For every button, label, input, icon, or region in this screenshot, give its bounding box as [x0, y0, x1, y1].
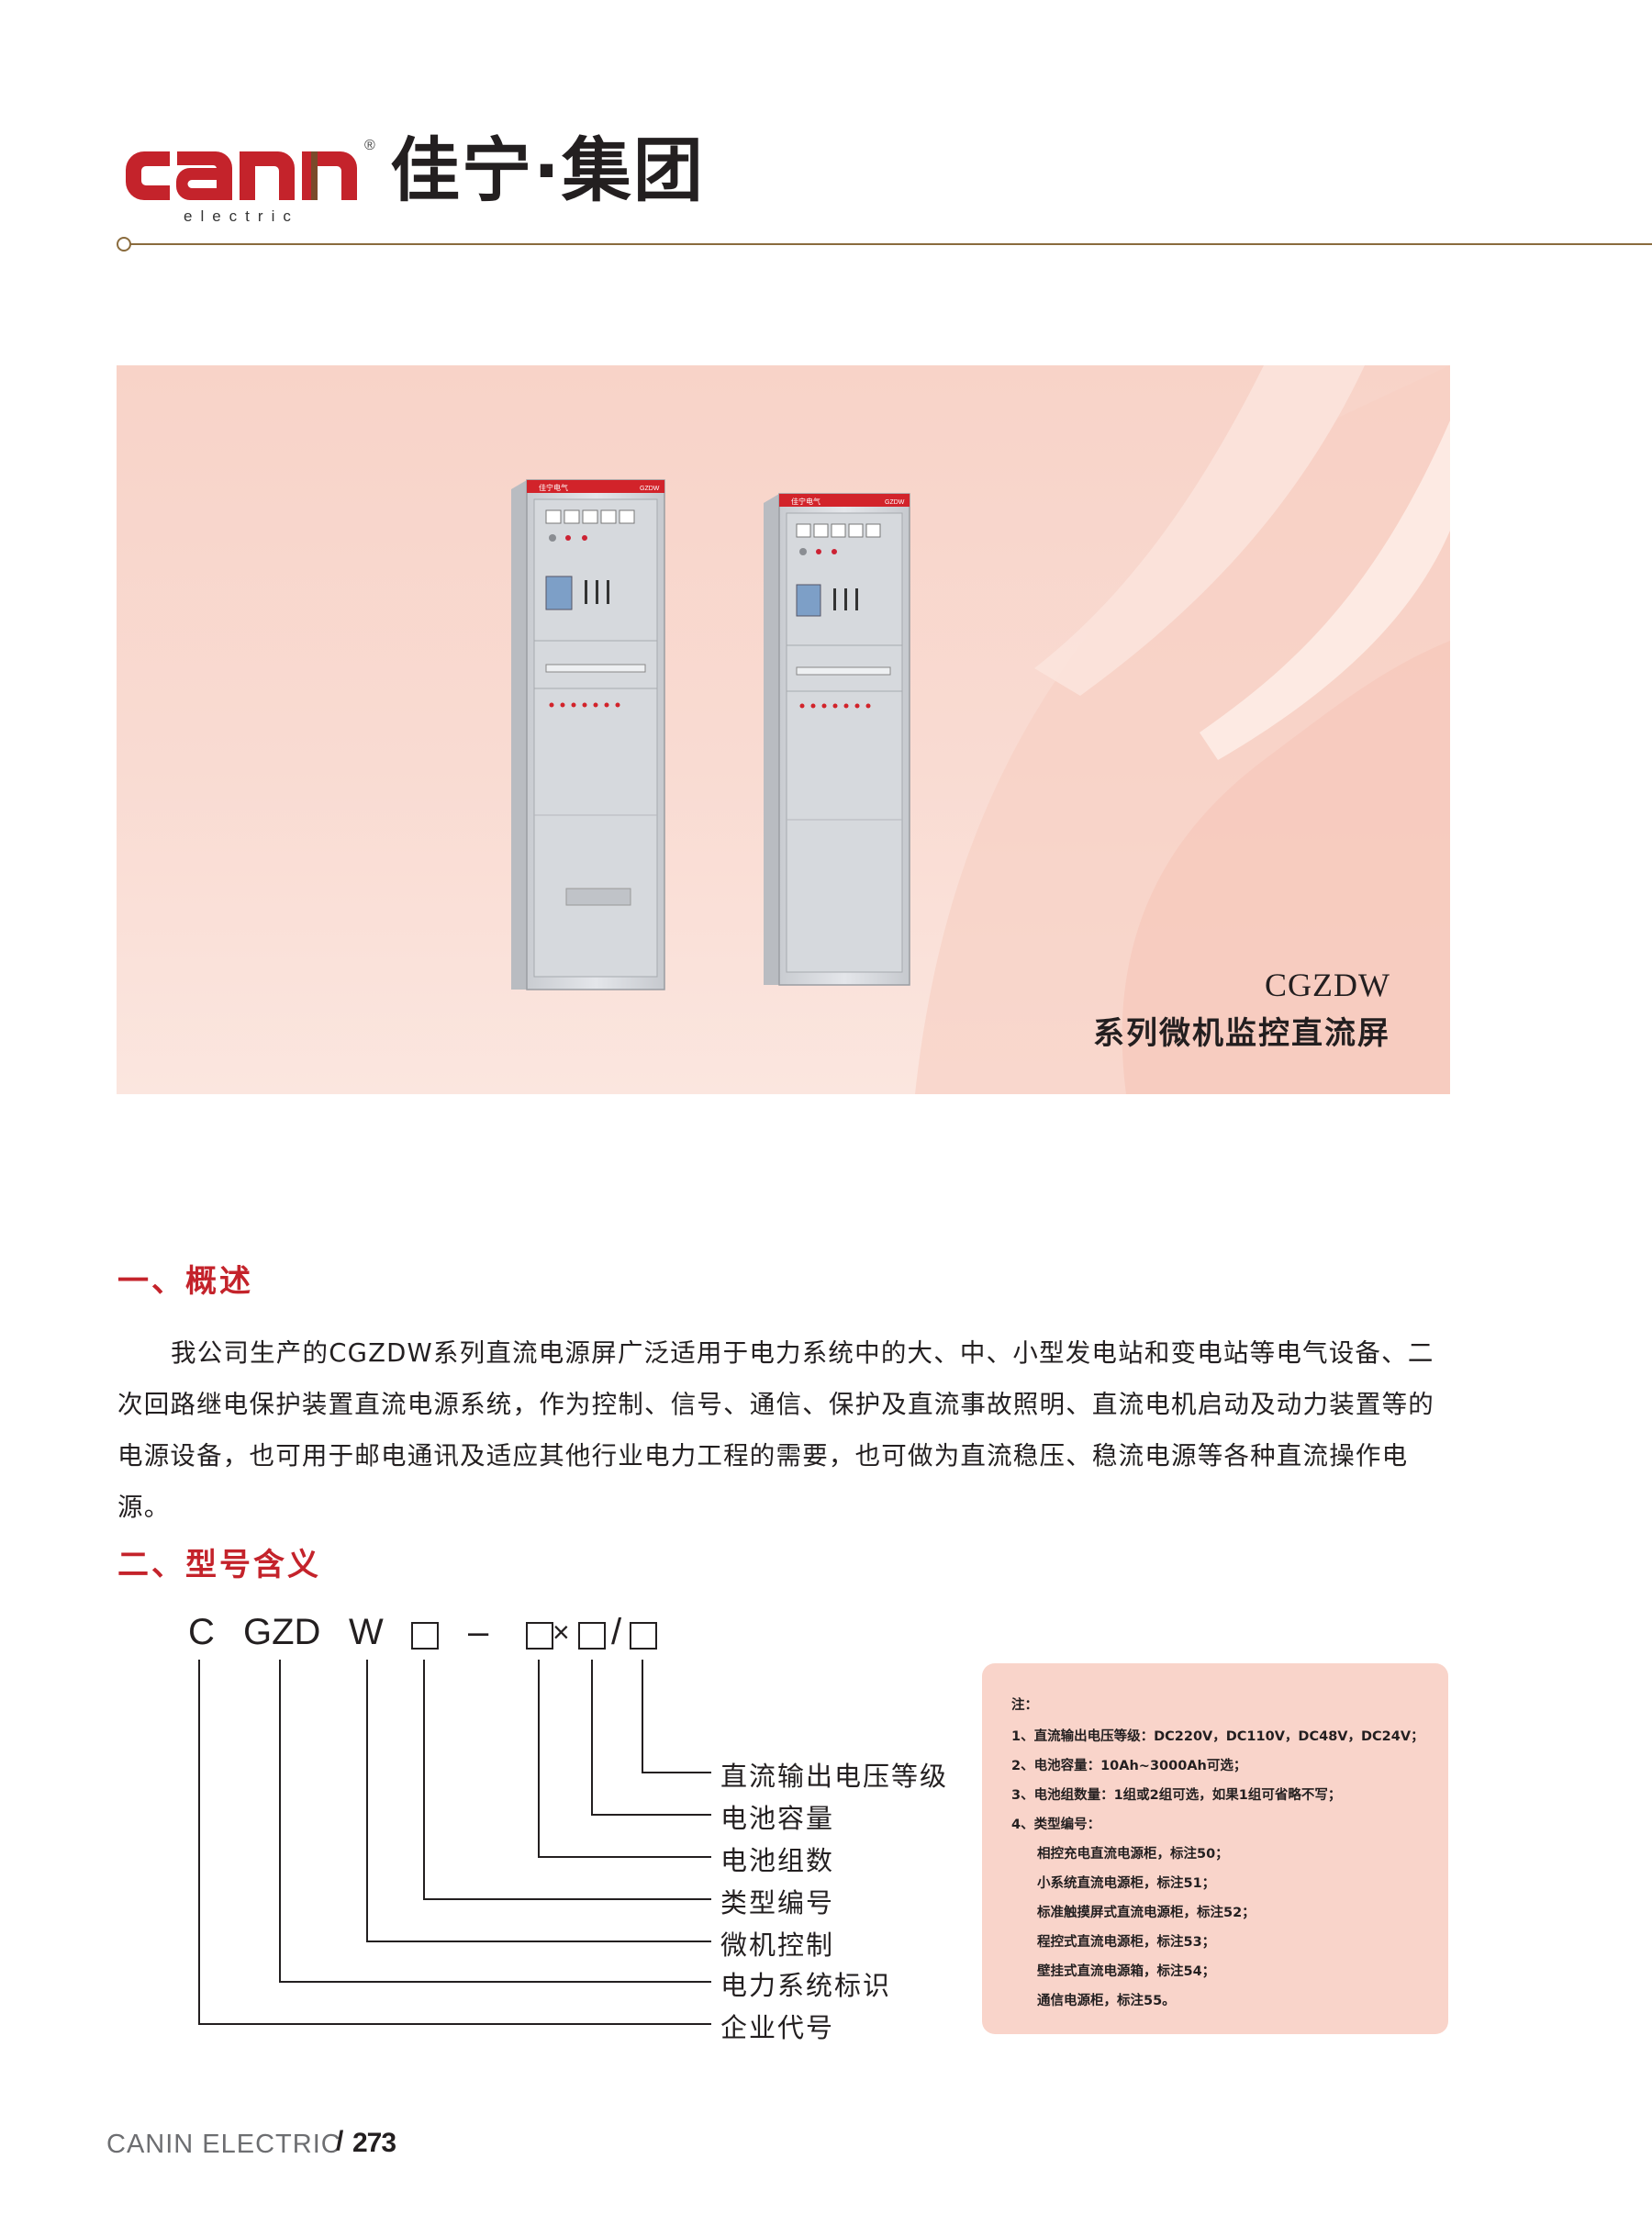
- note-line: 2、电池容量：10Ah~3000Ah可选；: [1011, 1759, 1247, 1773]
- note-line: 标准触摸屏式直流电源柜，标注52；: [1037, 1906, 1256, 1920]
- product-name: 系列微机监控直流屏: [1093, 1015, 1390, 1052]
- note-line: 1、直流输出电压等级：DC220V，DC110V，DC48V，DC24V；: [1011, 1729, 1424, 1744]
- footer-brand: CANIN ELECTRIC: [106, 2130, 341, 2159]
- placeholder-box-voltage: [630, 1622, 657, 1650]
- logo-chinese-name: 佳宁·集团: [390, 129, 705, 211]
- header-rule: [117, 237, 1652, 252]
- dc-panel-cabinets-image: 佳宁电气 GZDW 佳宁电气 GZDW: [511, 479, 910, 990]
- model-code-c: C: [188, 1612, 215, 1652]
- label-battery-groups: 电池组数: [720, 1845, 835, 1876]
- logo-mark: [126, 151, 357, 200]
- placeholder-box-capacity: [578, 1622, 606, 1650]
- banner-decoration: [915, 365, 1450, 1094]
- cabinet-model-label: GZDW: [640, 486, 660, 492]
- notes-title: 注：: [1011, 1698, 1038, 1713]
- page-number: 273: [352, 2128, 396, 2158]
- placeholder-box-groups: [526, 1622, 553, 1650]
- label-enterprise-code: 企业代号: [720, 2012, 835, 2043]
- placeholder-box-type: [411, 1622, 439, 1650]
- model-code-times: ×: [553, 1616, 570, 1649]
- label-battery-capacity: 电池容量: [720, 1803, 835, 1834]
- footer-separator: /: [336, 2126, 344, 2156]
- label-microcomputer-control: 微机控制: [720, 1929, 835, 1961]
- overview-line: 我公司生产的CGZDW系列直流电源屏广泛适用于电力系统中的大、中、小型发电站和变…: [171, 1338, 1434, 1368]
- model-code-slash: /: [611, 1612, 622, 1652]
- model-code-gzd: GZD: [243, 1612, 321, 1652]
- model-code-dash: –: [468, 1612, 489, 1652]
- note-line: 壁挂式直流电源箱，标注54；: [1037, 1964, 1216, 1979]
- product-code: CGZDW: [1265, 967, 1390, 1003]
- label-voltage-level: 直流输出电压等级: [720, 1761, 949, 1792]
- registered-mark: ®: [364, 138, 375, 153]
- notes-box: 注： 1、直流输出电压等级：DC220V，DC110V，DC48V，DC24V；…: [982, 1663, 1448, 2034]
- overview-paragraph: 我公司生产的CGZDW系列直流电源屏广泛适用于电力系统中的大、中、小型发电站和变…: [117, 1327, 1459, 1533]
- note-line: 3、电池组数量：1组或2组可选，如果1组可省略不写；: [1011, 1788, 1342, 1803]
- label-power-system-id: 电力系统标识: [720, 1970, 892, 2001]
- model-code-w: W: [349, 1612, 384, 1652]
- logo-subtitle: electric: [184, 207, 299, 225]
- note-line: 相控充电直流电源柜，标注50；: [1037, 1847, 1229, 1862]
- note-line: 小系统直流电源柜，标注51；: [1037, 1876, 1216, 1891]
- section-heading-model-meaning: 二、型号含义: [117, 1547, 321, 1583]
- cabinet-model-label: GZDW: [885, 499, 905, 506]
- note-line: 程控式直流电源柜，标注53；: [1037, 1935, 1216, 1950]
- cabinet-brand-label: 佳宁电气: [539, 483, 568, 492]
- product-banner: 佳宁电气 GZDW 佳宁电气 GZDW: [117, 365, 1450, 1094]
- section-heading-overview: 一、概述: [117, 1263, 253, 1300]
- note-line: 通信电源柜，标注55。: [1037, 1994, 1176, 2008]
- label-type-number: 类型编号: [720, 1887, 835, 1918]
- note-line: 4、类型编号：: [1011, 1818, 1101, 1832]
- overview-line: 电源设备，也可用于邮电通讯及适应其他行业电力工程的需要，也可做为直流稳压、稳流电…: [117, 1441, 1409, 1522]
- overview-line: 次回路继电保护装置直流电源系统，作为控制、信号、通信、保护及直流事故照明、直流电…: [117, 1390, 1434, 1419]
- cabinet-brand-label: 佳宁电气: [791, 497, 820, 506]
